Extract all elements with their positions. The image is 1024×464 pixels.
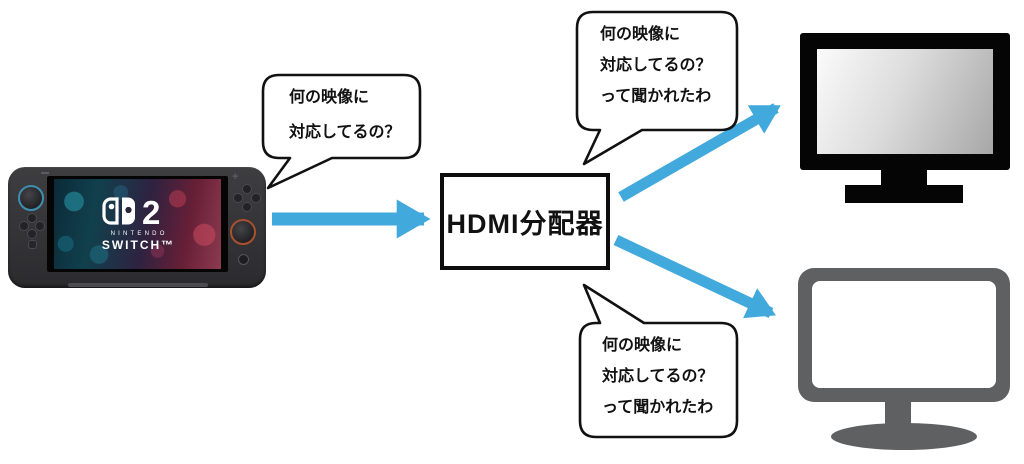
- speech-bubble-monitor-report: [578, 283, 739, 439]
- logo-number: 2: [142, 196, 160, 228]
- switch-wordmark: SWITCH™: [101, 238, 176, 252]
- home-button: [239, 255, 248, 264]
- hdmi-splitter-label: HDMI分配器: [446, 209, 604, 239]
- a-button: [252, 194, 260, 202]
- y-button: [234, 194, 242, 202]
- monitor-stem: [885, 398, 911, 432]
- logo-right-dot: [124, 206, 132, 214]
- bubble-line: 対応してるの？: [289, 124, 401, 141]
- bubble-line: 何の映像に: [600, 26, 681, 43]
- logo-left-joycon: [101, 197, 119, 225]
- switch2-logo: 2: [101, 196, 160, 228]
- tv-screen: [817, 49, 993, 154]
- speech-bubble-switch-question: [261, 73, 422, 190]
- right-analog-stick: [230, 219, 256, 245]
- bubble-line: って聞かれたわ: [600, 88, 712, 105]
- bubble-line: って聞かれたわ: [602, 399, 714, 416]
- bubble-line: 何の映像に: [602, 337, 683, 354]
- b-button: [243, 203, 251, 211]
- bubble-line: 何の映像に: [289, 89, 370, 106]
- dpad-right-button: [36, 222, 44, 230]
- dpad-left-button: [20, 222, 28, 230]
- dpad-up-button: [28, 214, 36, 222]
- left-analog-stick: [18, 185, 44, 211]
- monitor-icon: [798, 268, 1010, 450]
- minus-button-icon: [41, 172, 49, 174]
- bubble-line: 対応してるの？: [600, 57, 712, 74]
- bubble-text-switch-question: 何の映像に 対応してるの？: [289, 89, 401, 142]
- tv-stand-base: [845, 185, 963, 203]
- switch-screen: 2 NINTENDO SWITCH™: [54, 179, 221, 269]
- arrow-splitter-to-monitor: [613, 235, 776, 319]
- plus-button-icon: +: [232, 171, 239, 183]
- bubble-text-tv-report: 何の映像に 対応してるの？ って聞かれたわ: [600, 26, 712, 106]
- bubble-line: 対応してるの？: [602, 368, 714, 385]
- dpad-down-button: [28, 230, 36, 238]
- capture-button: [29, 241, 36, 248]
- bubble-text-monitor-report: 何の映像に 対応してるの？ って聞かれたわ: [602, 337, 714, 417]
- kickstand: [68, 283, 208, 287]
- nintendo-wordmark: NINTENDO: [110, 231, 168, 237]
- hdmi-splitter-box: HDMI分配器: [440, 173, 610, 270]
- monitor-screen: [812, 281, 996, 388]
- tv-icon: [800, 33, 1010, 203]
- tv-stand-neck: [881, 170, 927, 186]
- x-button: [243, 185, 251, 193]
- switch-console: + 2 NINTENDO SWITCH™: [8, 167, 266, 288]
- logo-left-dot: [108, 203, 114, 210]
- speech-bubble-tv-report: [575, 10, 739, 166]
- arrow-splitter-to-tv: [618, 103, 781, 202]
